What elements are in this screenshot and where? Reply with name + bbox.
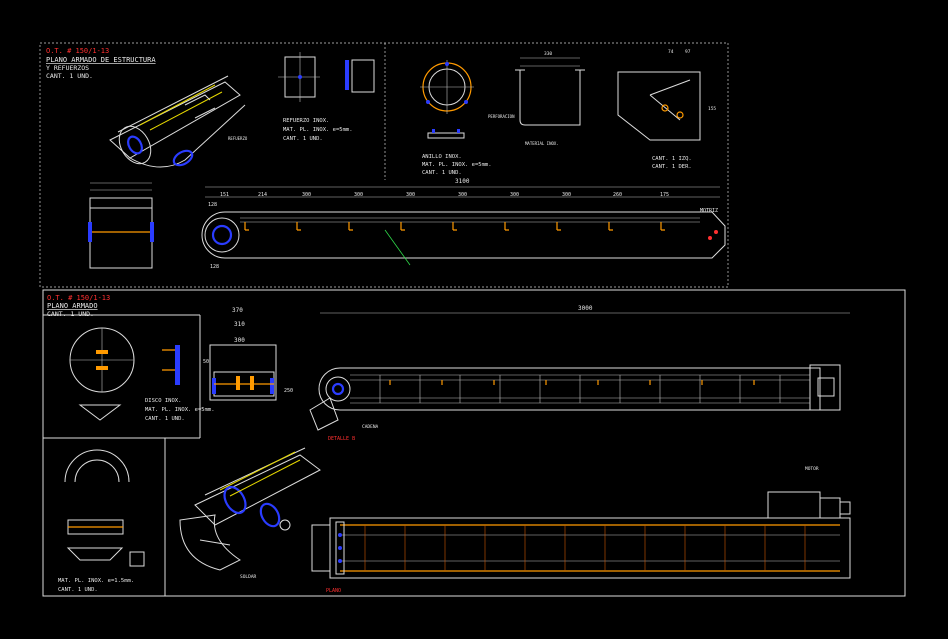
svg-text:370: 370 bbox=[232, 307, 243, 314]
svg-text:214: 214 bbox=[258, 192, 267, 198]
plano-label: PLANO bbox=[326, 588, 341, 594]
disco-mat: MAT. PL. INOX. e=5mm. bbox=[145, 407, 215, 413]
top-conveyor-elevation: 3100 151 214 300 300 300 300 300 300 260… bbox=[201, 178, 726, 270]
top-sheet-border bbox=[39, 42, 729, 288]
cadena-label: CADENA bbox=[362, 424, 379, 430]
u-profile-width: 330 bbox=[544, 51, 552, 57]
motriz-label: MOTRIZ bbox=[700, 208, 718, 214]
top-dim-128: 128 bbox=[208, 202, 217, 208]
svg-text:PERFORACION: PERFORACION bbox=[488, 114, 515, 119]
svg-text:300: 300 bbox=[510, 192, 519, 198]
detalle-label: DETALLE B bbox=[328, 436, 355, 442]
bottom-title: PLANO ARMADO bbox=[47, 302, 98, 310]
bottom-qty: CANT. 1 UND. bbox=[47, 310, 94, 318]
top-iso-tube: REFUERZO bbox=[109, 75, 248, 168]
bottom-overall-length: 3000 bbox=[578, 305, 593, 312]
svg-text:260: 260 bbox=[613, 192, 622, 198]
refuerzo-mat: MAT. PL. INOX. e=5mm. bbox=[283, 127, 353, 133]
bottom-conveyor-elevation: 3000 DETALLE B CADENA bbox=[309, 305, 850, 442]
lateral-dim-b: 97 bbox=[685, 49, 691, 55]
bottom-cross-section: 370 310 300 50 250 bbox=[203, 307, 293, 401]
svg-text:300: 300 bbox=[234, 337, 245, 344]
anillo-qty: CANT. 1 UND. bbox=[422, 170, 462, 176]
svg-text:300: 300 bbox=[354, 192, 363, 198]
top-qty: CANT. 1 UND. bbox=[46, 72, 93, 80]
bottom-ot-number: O.T. # 150/1-13 bbox=[47, 294, 110, 302]
refuerzo-detail: REFUERZO INOX. MAT. PL. INOX. e=5mm. CAN… bbox=[278, 52, 375, 142]
svg-text:175: 175 bbox=[660, 192, 669, 198]
svg-text:300: 300 bbox=[458, 192, 467, 198]
svg-text:300: 300 bbox=[406, 192, 415, 198]
svg-text:REFUERZO: REFUERZO bbox=[228, 136, 248, 141]
top-ot-number: O.T. # 150/1-13 bbox=[46, 47, 109, 55]
top-subtitle: Y REFUERZOS bbox=[46, 64, 89, 72]
anillo-title: ANILLO INOX. bbox=[422, 154, 462, 160]
svg-text:310: 310 bbox=[234, 321, 245, 328]
anillo-mat: MAT. PL. INOX. e=5mm. bbox=[422, 162, 492, 168]
top-overall-length: 3100 bbox=[455, 178, 470, 185]
svg-text:300: 300 bbox=[302, 192, 311, 198]
refuerzo-title: REFUERZO INOX. bbox=[283, 118, 329, 124]
svg-text:151: 151 bbox=[220, 192, 229, 198]
svg-text:128: 128 bbox=[210, 264, 219, 270]
anillo-detail: ANILLO INOX. MAT. PL. INOX. e=5mm. CANT.… bbox=[420, 60, 492, 176]
lateral-izq: CANT. 1 IZQ. bbox=[652, 156, 692, 162]
disco-title: DISCO INOX. bbox=[145, 398, 181, 404]
motor-label: MOTOR bbox=[805, 466, 819, 472]
lateral-der: CANT. 1 DER. bbox=[652, 164, 692, 170]
u-profile-detail: 330 PERFORACION MATERIAL INOX. bbox=[488, 51, 585, 146]
disco-qty: CANT. 1 UND. bbox=[145, 416, 185, 422]
bottom-sheet-border bbox=[42, 289, 906, 597]
disco-detail: DISCO INOX. MAT. PL. INOX. e=5mm. CANT. … bbox=[69, 327, 215, 422]
lateral-dim-a: 74 bbox=[668, 49, 674, 55]
bottom-part-qty: CANT. 1 UND. bbox=[58, 587, 98, 593]
svg-text:MATERIAL INOX.: MATERIAL INOX. bbox=[525, 141, 559, 146]
svg-text:50: 50 bbox=[203, 359, 209, 365]
top-title: PLANO ARMADO DE ESTRUCTURA bbox=[46, 56, 156, 64]
lateral-plate-detail: 74 97 155 CANT. 1 IZQ. CANT. 1 DER. bbox=[617, 49, 716, 170]
top-cross-section bbox=[88, 182, 154, 269]
bottom-part-mat: MAT. PL. INOX. e=1.5mm. bbox=[58, 578, 134, 584]
svg-text:250: 250 bbox=[284, 388, 293, 394]
svg-text:300: 300 bbox=[562, 192, 571, 198]
refuerzo-qty: CANT. 1 UND. bbox=[283, 136, 323, 142]
bottom-part-detail: MAT. PL. INOX. e=1.5mm. CANT. 1 UND. bbox=[58, 449, 145, 593]
bottom-iso-tube: SOLDAR bbox=[179, 447, 321, 580]
bottom-plan-view: MOTOR PLANO bbox=[311, 466, 851, 594]
soldar-label: SOLDAR bbox=[240, 574, 257, 580]
lateral-dim-h: 155 bbox=[708, 106, 716, 112]
